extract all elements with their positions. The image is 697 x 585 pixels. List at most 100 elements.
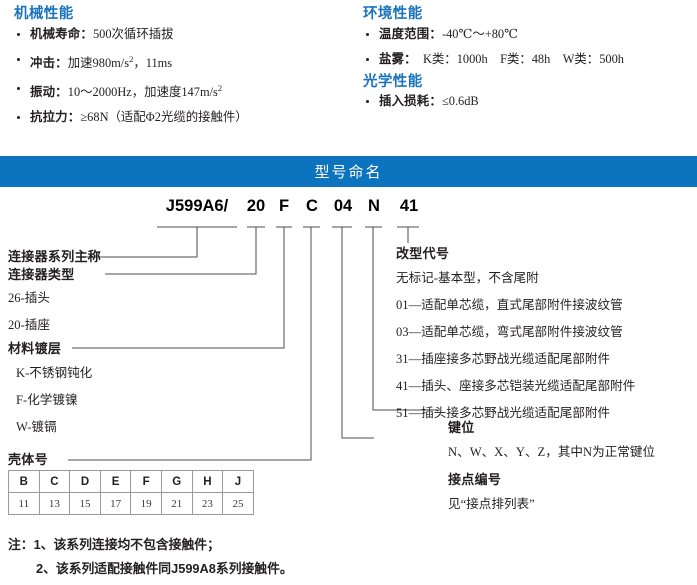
environmental-performance-heading: 环境性能	[363, 6, 423, 22]
code-segment-key: N	[368, 197, 380, 215]
code-segment-type: 20	[246, 197, 266, 215]
spec-value: 500次循环插拔	[92, 26, 174, 41]
table-cell: H	[191, 470, 224, 493]
bullet-icon	[17, 32, 20, 36]
environmental-optical-column: 环境性能 温度范围：-40℃～+80℃ 盐雾： K类：1000h F类：48h …	[363, 0, 693, 114]
leader-contact-path	[341, 227, 374, 439]
code-segment-variant: 41	[399, 197, 419, 215]
label-variant-5: 51—插头接多芯野战光缆适配尾部附件	[396, 406, 611, 420]
environmental-performance-list: 温度范围：-40℃～+80℃ 盐雾： K类：1000h F类：48h W类：50…	[363, 22, 693, 72]
spec-superscript: 2	[217, 82, 223, 93]
specifications-section: 机械性能 机械寿命：500次循环插拔 冲击：加速980m/s2，11ms 振动：…	[0, 0, 697, 155]
table-cell: J	[222, 470, 254, 493]
table-cell: E	[99, 470, 132, 493]
bullet-icon	[366, 100, 369, 103]
label-key-title: 键位	[448, 420, 475, 435]
table-cell: 13	[38, 492, 71, 515]
spec-term: 机械寿命：	[30, 26, 93, 41]
leader-key-path	[372, 227, 440, 411]
label-variant-title: 改型代号	[396, 246, 450, 261]
mechanical-performance-heading: 机械性能	[14, 6, 74, 22]
label-plating-f: F-化学镀镍	[16, 393, 78, 407]
spec-item: 机械寿命：500次循环插拔	[14, 22, 354, 47]
optical-performance-heading: 光学性能	[363, 73, 423, 90]
spec-value: 加速980m/s	[67, 55, 130, 70]
spec-term: 抗拉力：	[30, 109, 81, 124]
spec-term: 温度范围：	[379, 26, 442, 41]
section-title-text: 型号命名	[314, 165, 383, 181]
leader-plating-path	[72, 227, 285, 349]
bullet-icon	[17, 86, 20, 90]
spec-value: ≤0.6dB	[441, 94, 479, 108]
spec-item: 盐雾： K类：1000h F类：48h W类：500h	[363, 47, 693, 72]
table-cell: 25	[222, 492, 254, 515]
leader-series-path	[78, 227, 198, 258]
section-title-bar: 型号命名	[0, 156, 697, 187]
label-contact-title: 接点编号	[448, 472, 502, 487]
footnotes-section: 注：1、该系列连接均不包含接触件； 2、该系列适配接触件同J599A8系列接触件…	[8, 533, 608, 581]
label-shell-number: 壳体号	[8, 452, 48, 467]
spec-item: 温度范围：-40℃～+80℃	[363, 22, 693, 47]
spec-item: 抗拉力：≥68N（适配Φ2光缆的接触件）	[14, 105, 354, 130]
label-plating-k: K-不锈钢钝化	[16, 366, 93, 380]
label-type-option-26: 26-插头	[8, 291, 50, 305]
label-variant-1: 01—适配单芯缆，直式尾部附件接波纹管	[396, 298, 623, 312]
mechanical-performance-column: 机械性能 机械寿命：500次循环插拔 冲击：加速980m/s2，11ms 振动：…	[14, 0, 354, 130]
leader-lines-graphic	[68, 226, 440, 461]
table-cell: D	[69, 470, 101, 493]
code-segment-shell: C	[306, 197, 318, 215]
code-segment-contact: 04	[333, 197, 353, 215]
label-variant-3: 31—插座接多芯野战光缆适配尾部附件	[396, 352, 611, 366]
label-key-desc: N、W、X、Y、Z，其中N为正常键位	[448, 445, 656, 459]
spec-term: 盐雾：	[379, 51, 411, 66]
spec-term: 振动：	[30, 84, 68, 99]
spec-value: ≥68N（适配Φ2光缆的接触件）	[80, 109, 248, 124]
table-row-letters: B C D E F G H J	[8, 470, 254, 493]
bullet-icon	[366, 32, 369, 36]
table-cell: B	[8, 470, 40, 493]
spec-term: 冲击：	[30, 55, 68, 70]
shell-size-table: B C D E F G H J 11 13 15 17 19 21 23 25	[8, 470, 254, 515]
footnote-2: 2、该系列适配接触件同J599A8系列接触件。	[36, 561, 293, 576]
footnote-1: 注：1、该系列连接均不包含接触件；	[8, 537, 220, 552]
part-number-breakdown-diagram: J599A6/ 20 F C 04 N 41	[0, 187, 697, 532]
spec-term: 插入损耗：	[379, 94, 442, 108]
leader-type-path	[105, 227, 257, 275]
table-cell: F	[130, 470, 162, 493]
part-number-code-row: J599A6/ 20 F C 04 N 41	[0, 197, 697, 221]
table-row-numbers: 11 13 15 17 19 21 23 25	[8, 492, 254, 515]
spec-value-cont: ，11ms	[133, 55, 173, 70]
spec-superscript: 2	[129, 53, 134, 64]
label-plating-w: W-镀镉	[16, 420, 57, 434]
label-variant-4: 41—插头、座接多芯铠装光缆适配尾部附件	[396, 379, 636, 393]
spec-value: 10～2000Hz，加速度147m/s	[67, 84, 218, 99]
spec-item: 振动：10～2000Hz，加速度147m/s2	[14, 76, 354, 105]
spec-value: K类：1000h F类：48h W类：500h	[410, 51, 624, 66]
optical-performance-list: 插入损耗：≤0.6dB	[363, 89, 693, 114]
bullet-icon	[366, 57, 369, 61]
label-type-option-20: 20-插座	[8, 318, 50, 332]
table-cell: C	[38, 470, 71, 493]
spec-item: 插入损耗：≤0.6dB	[363, 89, 693, 114]
spec-item: 冲击：加速980m/s2，11ms	[14, 47, 354, 76]
spec-value: -40℃～+80℃	[441, 26, 518, 41]
label-connector-type: 连接器类型	[8, 267, 75, 282]
code-segment-plating: F	[278, 197, 290, 215]
table-cell: 21	[160, 492, 193, 515]
table-cell: 17	[99, 492, 132, 515]
leader-shell-path	[68, 227, 312, 461]
bullet-icon	[17, 57, 20, 61]
table-cell: 15	[69, 492, 101, 515]
bullet-icon	[17, 115, 20, 119]
table-cell: 11	[8, 492, 40, 515]
label-variant-2: 03—适配单芯缆，弯式尾部附件接波纹管	[396, 325, 623, 339]
label-variant-0: 无标记-基本型，不含尾附	[396, 271, 539, 285]
label-series-name: 连接器系列主称	[8, 249, 102, 264]
table-cell: 23	[191, 492, 224, 515]
label-contact-desc: 见“接点排列表”	[448, 497, 535, 511]
code-segment-series: J599A6/	[165, 197, 229, 215]
table-cell: 19	[130, 492, 162, 515]
label-plating: 材料镀层	[8, 341, 62, 356]
mechanical-performance-list: 机械寿命：500次循环插拔 冲击：加速980m/s2，11ms 振动：10～20…	[14, 22, 354, 130]
table-cell: G	[160, 470, 193, 493]
